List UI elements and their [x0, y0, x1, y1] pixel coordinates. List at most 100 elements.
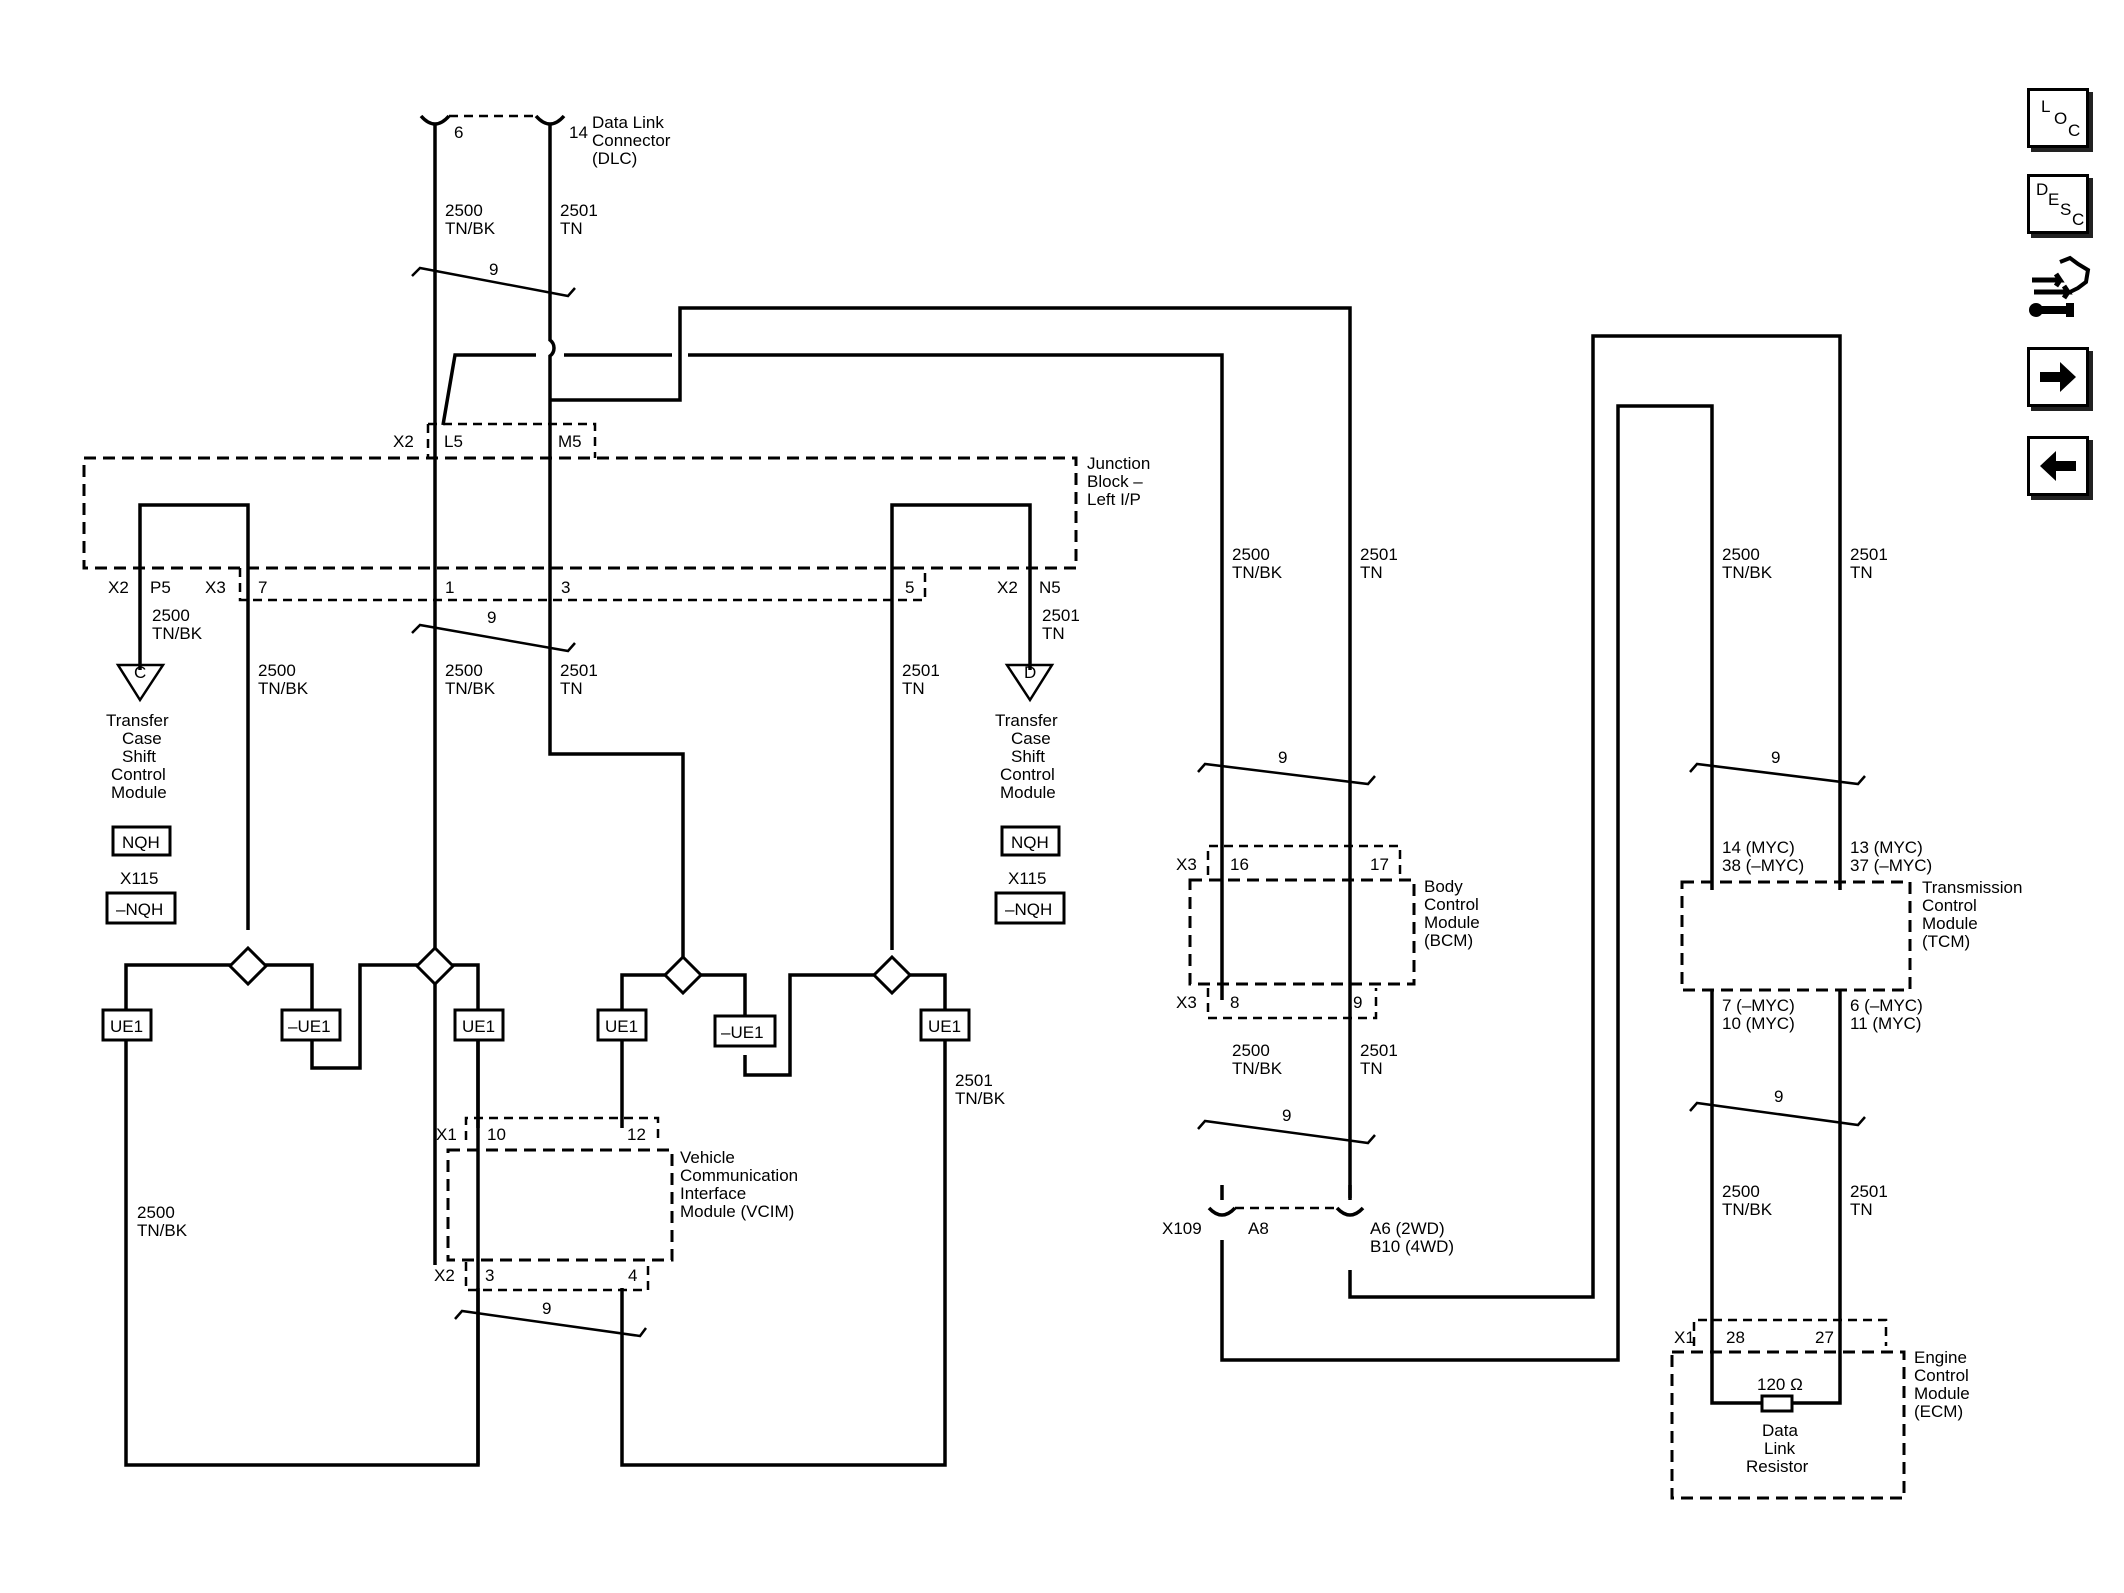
tccm-left-name-1: Transfer [106, 711, 169, 730]
desc-letter-c: C [2072, 210, 2085, 229]
label-2501-tcm-out-color: TN [1850, 1200, 1873, 1219]
vcim-name-4: Module (VCIM) [680, 1202, 794, 1221]
jb-pin-m5: M5 [558, 432, 582, 451]
bcm-pin-17: 17 [1370, 855, 1389, 874]
desc-letter-s: S [2060, 200, 2072, 219]
jb-internal-wires [138, 503, 1032, 950]
dlc-pin-6: 6 [454, 123, 463, 142]
bcm-name-1: Body [1424, 877, 1463, 896]
ecm-resistor-name-3: Resistor [1746, 1457, 1809, 1476]
label-2500-tcm-in: 2500 [1722, 545, 1760, 564]
x109-label: X109 [1162, 1219, 1202, 1238]
tccm-right-not-nqh: –NQH [1005, 900, 1052, 919]
label-2500-b-color: TN/BK [445, 679, 496, 698]
bcm-module: 2500 TN/BK 2501 TN 9 X3 16 17 Body Contr… [1176, 545, 1480, 1145]
tcm-name-1: Transmission [1922, 878, 2022, 897]
jb-name-line3: Left I/P [1087, 490, 1141, 509]
label-2500-tcm-in-color: TN/BK [1722, 563, 1773, 582]
bcm-x3-bottom: X3 [1176, 993, 1197, 1012]
label-2501-bcm-in-color: TN [1360, 563, 1383, 582]
junction-block: X2 L5 M5 Junction Block – Left I/P X2 P5… [82, 422, 1150, 653]
not-ue1-box-2: –UE1 [721, 1023, 764, 1042]
tccm-left-name-3: Shift [122, 747, 156, 766]
splice-section: UE1 –UE1 UE1 UE1 –UE1 UE1 2500 TN/BK 250… [101, 945, 1006, 1467]
wire-2500-bus [441, 353, 1224, 1000]
ue1-box-3: UE1 [605, 1017, 638, 1036]
tcm-out-twist: 9 [1774, 1087, 1783, 1106]
loc-button[interactable]: L O C [2027, 88, 2089, 148]
center-circuit-labels: 2500 TN/BK 2500 TN/BK 2501 TN 2501 TN [258, 661, 940, 698]
label-2500-bcm-in: 2500 [1232, 545, 1270, 564]
ecm-module: X1 28 27 120 Ω Data Link Resistor Engine… [1670, 1318, 1970, 1500]
jb-x2-left: X2 [108, 578, 129, 597]
wrench-connector-icon [2029, 255, 2091, 317]
tccm-right-name-3: Shift [1011, 747, 1045, 766]
label-2501-b: 2501 [560, 661, 598, 680]
jb-pin-n5: N5 [1039, 578, 1061, 597]
tcm-pin-tr-2: 37 (–MYC) [1850, 856, 1932, 875]
label-2500-tccm-left-color: TN/BK [152, 624, 203, 643]
bcm-x3-top: X3 [1176, 855, 1197, 874]
tccm-right-tag: D [1024, 663, 1036, 682]
label-2501-bcm-out: 2501 [1360, 1041, 1398, 1060]
label-2500-loop-color: TN/BK [137, 1221, 188, 1240]
bcm-pin-9: 9 [1353, 993, 1362, 1012]
bcm-pin-16: 16 [1230, 855, 1249, 874]
splice-2500-center [414, 945, 456, 987]
tccm-left-x115: X115 [120, 869, 158, 888]
previous-page-button[interactable] [2027, 436, 2089, 496]
vcim-pin-3: 3 [485, 1266, 494, 1285]
bcm-pin-8: 8 [1230, 993, 1239, 1012]
ue1-box-1: UE1 [110, 1017, 143, 1036]
vcim-x1: X1 [436, 1125, 457, 1144]
dlc-connector: 6 14 Data Link Connector (DLC) [419, 113, 671, 168]
desc-letter-e: E [2048, 190, 2060, 209]
tcm-pin-tl-1: 14 (MYC) [1722, 838, 1795, 857]
label-2500-dlc: 2500 [445, 201, 483, 220]
twist-marker [411, 266, 576, 298]
vcim-pin-10: 10 [487, 1125, 506, 1144]
tccm-right-name-4: Control [1000, 765, 1055, 784]
vcim-x2: X2 [434, 1266, 455, 1285]
jb-name-line2: Block – [1087, 472, 1143, 491]
jb-pin-1: 1 [445, 578, 454, 597]
label-2500-bcm-out: 2500 [1232, 1041, 1270, 1060]
jb-x3: X3 [205, 578, 226, 597]
repair-tool-button[interactable] [2026, 252, 2092, 328]
label-2500-tcm-out-color: TN/BK [1722, 1200, 1773, 1219]
jb-x2-top: X2 [393, 432, 414, 451]
tccm-right: D 2501 TN Transfer Case Shift Control Mo… [994, 606, 1080, 925]
label-2501-tccm-right: 2501 [1042, 606, 1080, 625]
bcm-name-2: Control [1424, 895, 1479, 914]
tcm-name-4: (TCM) [1922, 932, 1970, 951]
tcm-in-twist: 9 [1771, 748, 1780, 767]
tcm-name-2: Control [1922, 896, 1977, 915]
twist-label-jb: 9 [487, 608, 496, 627]
label-2501-tccm-right-color: TN [1042, 624, 1065, 643]
ecm-name-4: (ECM) [1914, 1402, 1963, 1421]
label-2501-b-color: TN [560, 679, 583, 698]
ecm-pin-28: 28 [1726, 1328, 1745, 1347]
desc-button[interactable]: D E S C [2027, 174, 2089, 234]
label-2501-c: 2501 [902, 661, 940, 680]
label-2500-tcm-out: 2500 [1722, 1182, 1760, 1201]
wire-2501-main [548, 124, 685, 963]
label-2500-bcm-in-color: TN/BK [1232, 563, 1283, 582]
bcm-name-4: (BCM) [1424, 931, 1473, 950]
tcm-pin-br-1: 6 (–MYC) [1850, 996, 1923, 1015]
jb-pin-p5: P5 [150, 578, 171, 597]
splice-2501-right [871, 954, 913, 996]
data-link-resistor [1760, 1394, 1794, 1413]
tccm-right-nqh: NQH [1011, 833, 1049, 852]
splice-2500-left [227, 945, 269, 987]
tccm-right-name-5: Module [1000, 783, 1056, 802]
arrow-left-icon [2040, 451, 2076, 481]
jb-x2-right: X2 [997, 578, 1018, 597]
vcim-pin-4: 4 [628, 1266, 637, 1285]
jb-pin-5: 5 [905, 578, 914, 597]
next-page-button[interactable] [2027, 347, 2089, 407]
bus-wires [441, 306, 1842, 1362]
label-2501-loop-color: TN/BK [955, 1089, 1006, 1108]
tccm-left-not-nqh: –NQH [116, 900, 163, 919]
loc-letter-c: C [2068, 121, 2081, 140]
